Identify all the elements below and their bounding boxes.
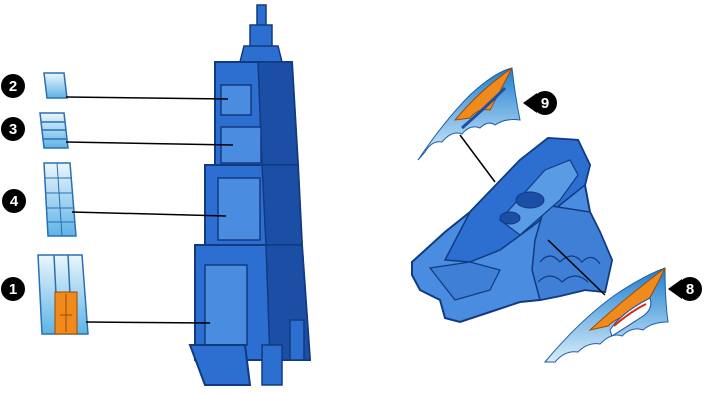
sticker-orange-flame	[417, 67, 521, 161]
callout-8-badge	[678, 277, 702, 301]
sticker-large-window	[37, 254, 89, 335]
callout-3-badge	[1, 117, 25, 141]
callout-9-marker: 9	[523, 91, 557, 115]
sticker-small-window	[43, 72, 68, 99]
callout-8-pointer	[668, 279, 682, 299]
callout-9-number: 9	[541, 95, 549, 112]
sticker-striped-window	[39, 112, 69, 149]
callout-9-badge	[533, 91, 557, 115]
ramp-piece	[411, 136, 614, 324]
callout-8-marker: 8	[668, 277, 702, 301]
skyscraper-piece	[188, 4, 312, 386]
callout-8-number: 8	[686, 281, 694, 298]
sticker-hot-wheels-flame	[543, 267, 669, 363]
callout-3-number: 3	[9, 121, 17, 138]
leader-lines-tower	[65, 96, 234, 324]
leader-lines-ramp	[459, 134, 606, 296]
callout-1-number: 1	[9, 281, 17, 298]
callout-4-badge	[2, 189, 26, 213]
callout-1-marker: 1	[1, 277, 25, 301]
callout-1-badge	[1, 277, 25, 301]
callout-9-pointer	[523, 93, 537, 113]
callout-4-marker: 4	[2, 189, 26, 213]
callout-2-number: 2	[9, 78, 17, 95]
callout-markers: 1 2 3 4 8 9	[1, 74, 702, 301]
callout-2-marker: 2	[1, 74, 25, 98]
callout-4-number: 4	[10, 193, 19, 210]
callout-2-badge	[1, 74, 25, 98]
callout-3-marker: 3	[1, 117, 25, 141]
sticker-grid-window	[43, 162, 77, 237]
